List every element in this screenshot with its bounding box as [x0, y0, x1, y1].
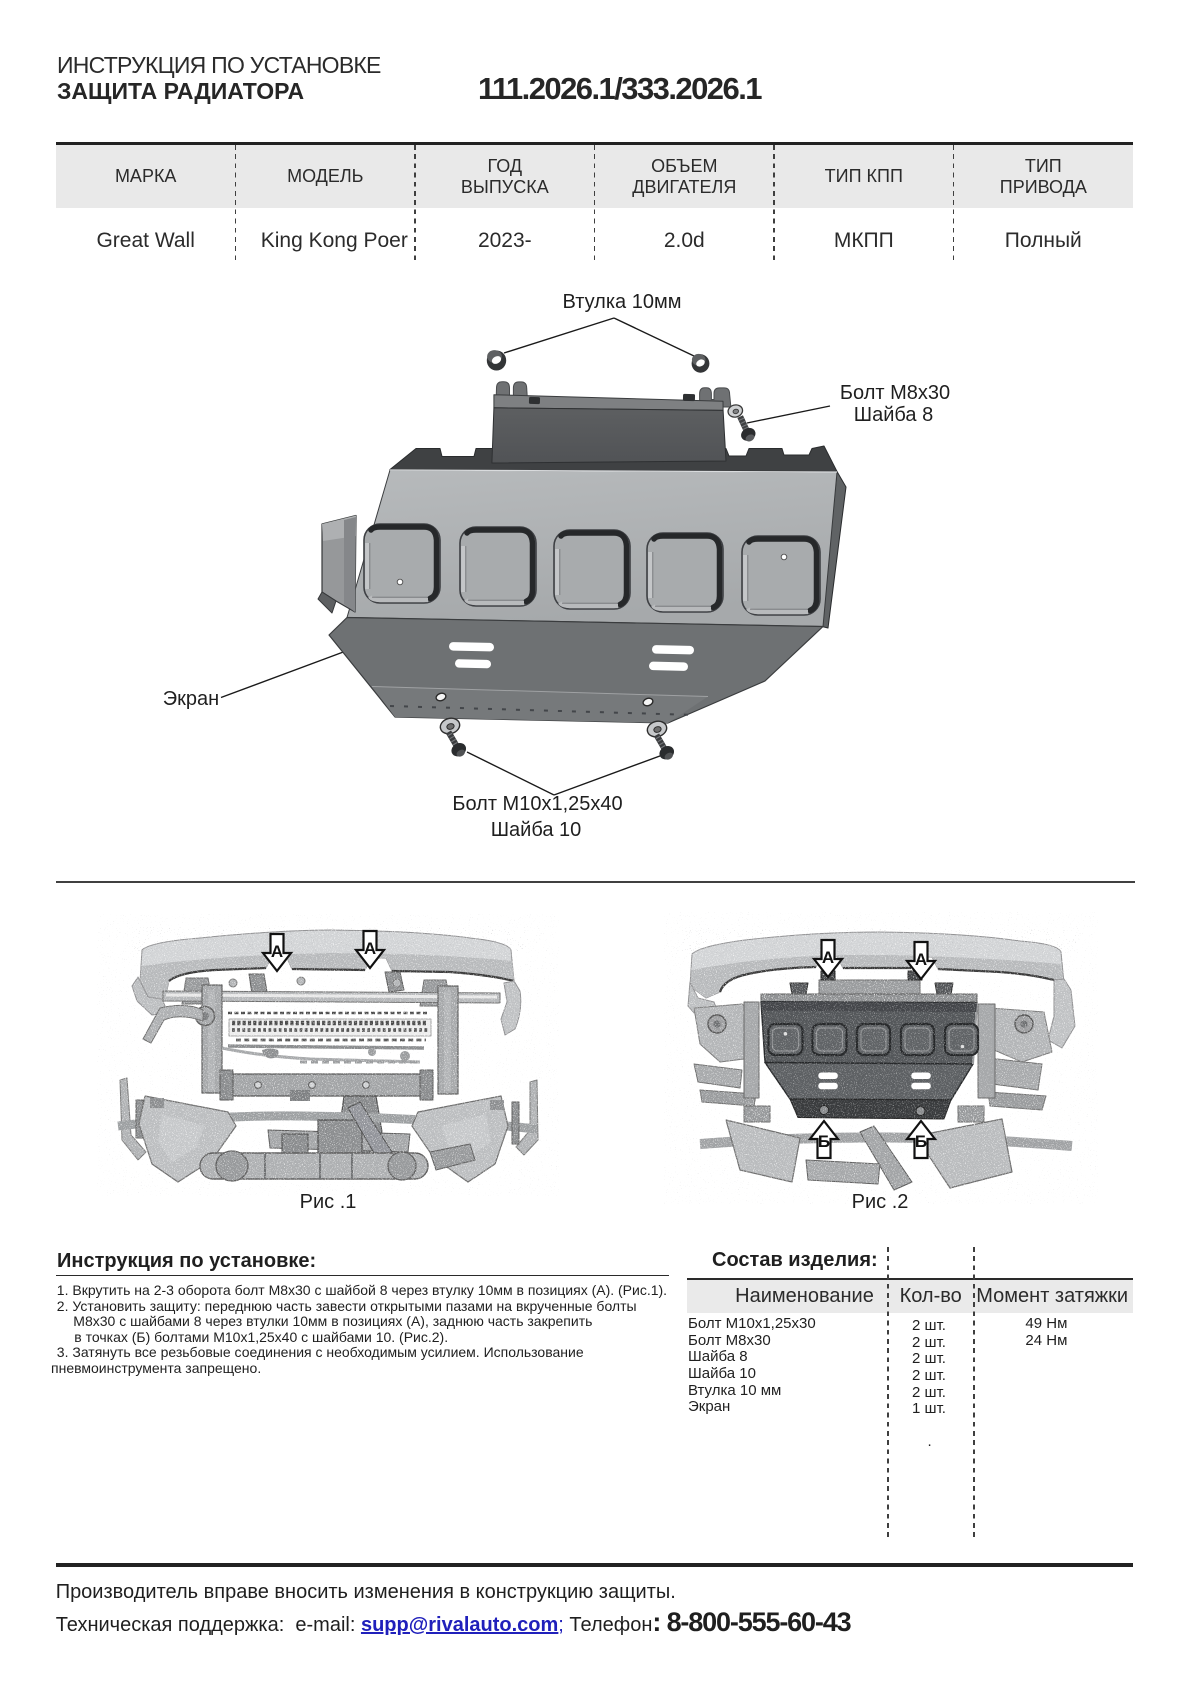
svg-text:А: А: [915, 950, 927, 969]
svg-text:Б: Б: [915, 1132, 927, 1151]
svg-text:А: А: [271, 942, 283, 961]
svg-text:А: А: [822, 948, 834, 967]
svg-text:Б: Б: [818, 1132, 830, 1151]
svg-text:А: А: [364, 939, 376, 958]
